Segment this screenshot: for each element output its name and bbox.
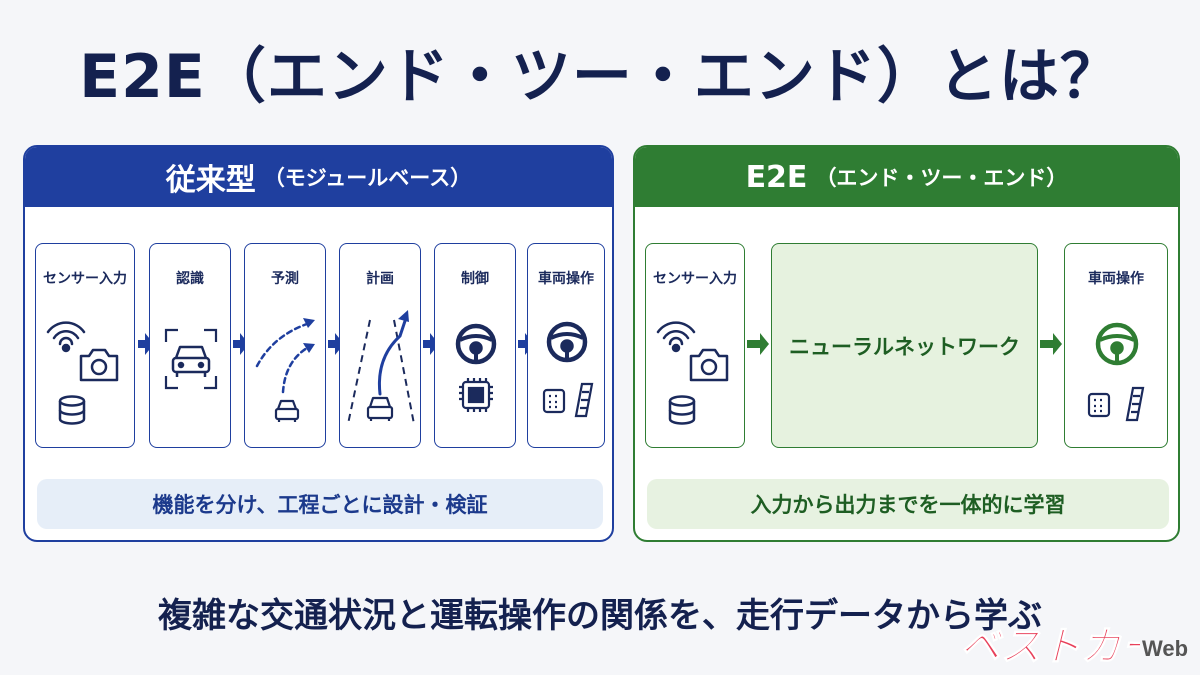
e2e-subtitle: （エンド・ツー・エンド） <box>815 166 1068 190</box>
neural-network-box: ニューラルネットワーク <box>771 243 1038 448</box>
arrow-right-icon <box>328 333 344 355</box>
arrowhead <box>398 310 409 322</box>
arrow-right-icon <box>747 333 769 355</box>
camera-icon <box>689 348 729 382</box>
bottom-tagline: 複雑な交通状況と運転操作の関係を、走行データから学ぶ <box>158 596 1042 636</box>
e2e-panel: E2E （エンド・ツー・エンド） センサー入力 ニューラル <box>633 145 1180 542</box>
conventional-panel-header: 従来型 （モジュールベース） <box>25 147 612 207</box>
input-label: センサー入力 <box>653 271 737 287</box>
e2e-panel-header: E2E （エンド・ツー・エンド） <box>635 147 1178 207</box>
step-vehicle-operation: 車両操作 <box>527 243 605 448</box>
camera-icon <box>79 348 119 382</box>
wifi-icon <box>46 321 86 353</box>
step-label: センサー入力 <box>43 271 127 287</box>
arrow-right-icon <box>1040 333 1062 355</box>
step-label: 予測 <box>271 271 299 287</box>
wifi-icon <box>656 321 696 353</box>
step-label: 認識 <box>176 271 204 287</box>
database-icon <box>58 395 86 425</box>
pedal-icon <box>542 382 594 418</box>
arrow-right-icon <box>233 333 249 355</box>
car-icon <box>171 345 211 377</box>
step-recognition: 認識 <box>149 243 231 448</box>
steering-wheel-icon <box>546 321 588 363</box>
step-control: 制御 <box>434 243 516 448</box>
database-icon <box>668 395 696 425</box>
focus-frame-icon <box>164 328 218 390</box>
pedal-icon <box>1087 386 1145 422</box>
arrow-right-icon <box>423 333 439 355</box>
e2e-sensor-input: センサー入力 <box>645 243 745 448</box>
step-label: 計画 <box>366 271 394 287</box>
trajectory-arrows-icon <box>255 322 309 394</box>
logo-web-suffix: Web <box>1142 636 1189 661</box>
e2e-caption: 入力から出力までを一体的に学習 <box>647 479 1169 529</box>
output-label: 車両操作 <box>1088 271 1144 287</box>
steering-wheel-icon <box>1095 322 1139 366</box>
step-prediction: 予測 <box>244 243 326 448</box>
bestcar-logo: ベストカー <box>960 624 1140 671</box>
neural-network-label: ニューラルネットワーク <box>789 334 1020 359</box>
conventional-subtitle: （モジュールベース） <box>263 166 472 190</box>
step-planning: 計画 <box>339 243 421 448</box>
chip-icon <box>459 378 493 412</box>
car-icon <box>366 396 394 421</box>
arrow-right-icon <box>138 333 154 355</box>
steering-wheel-icon <box>455 323 497 365</box>
arrowhead <box>303 318 315 353</box>
e2e-vehicle-operation: 車両操作 <box>1064 243 1168 448</box>
page-title: E2E（エンド・ツー・エンド）とは？ <box>79 42 1121 112</box>
conventional-caption: 機能を分け、工程ごとに設計・検証 <box>37 479 603 529</box>
logo-text: ベストカー <box>960 624 1140 670</box>
e2e-title: E2E <box>745 159 808 195</box>
step-label: 制御 <box>461 271 489 287</box>
car-icon <box>274 399 300 422</box>
arrow-right-icon <box>518 333 534 355</box>
conventional-title: 従来型 <box>165 163 256 198</box>
step-sensor-input: センサー入力 <box>35 243 135 448</box>
step-label: 車両操作 <box>538 271 594 287</box>
conventional-panel: 従来型 （モジュールベース） センサー入力 認 <box>23 145 614 542</box>
planned-path <box>377 316 408 396</box>
